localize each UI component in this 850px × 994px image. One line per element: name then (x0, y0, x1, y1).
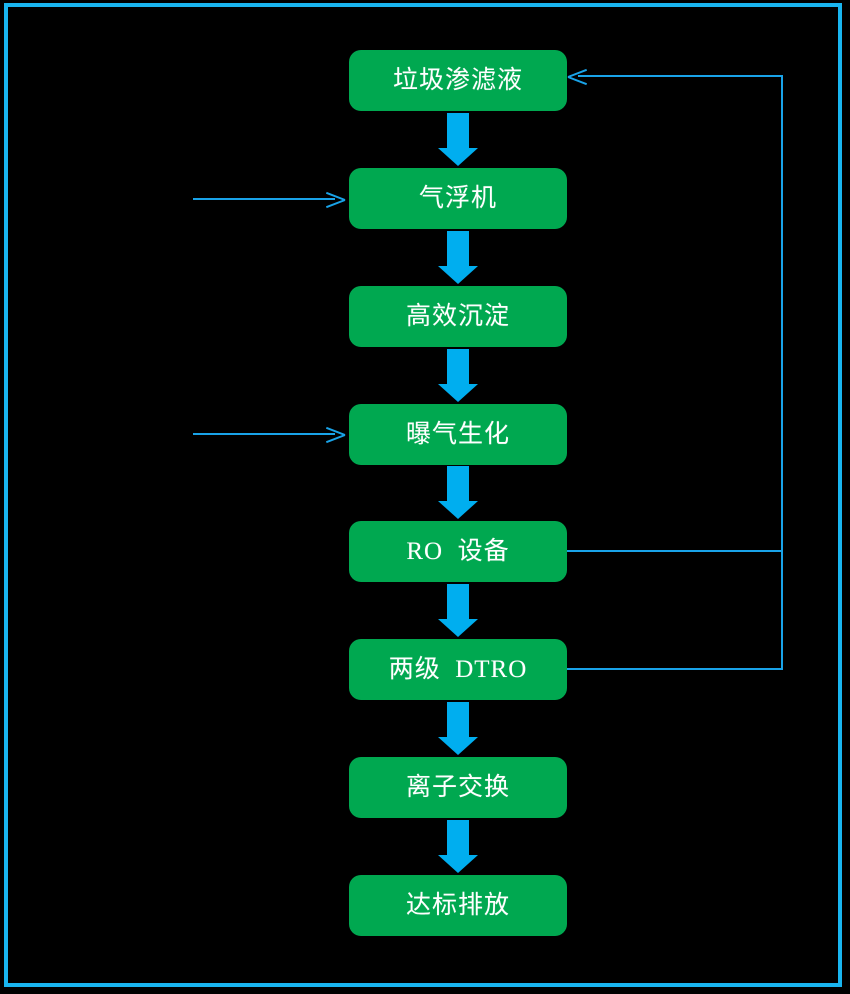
flow-arrow-flotation-to-sedimentation (438, 231, 478, 284)
inlet-arrow-aeration (193, 424, 349, 444)
node-ion-exchange[interactable]: 离子交换 (349, 757, 567, 818)
return-line-top-horizontal (578, 75, 783, 77)
flow-arrow-aeration-to-ro (438, 466, 478, 519)
node-label: 达标排放 (405, 892, 510, 919)
node-label: 高效沉淀 (405, 303, 510, 330)
flow-arrow-ion-exchange-to-discharge (438, 820, 478, 873)
node-label: 离子交换 (405, 774, 510, 801)
inlet-arrow-line (193, 198, 335, 200)
node-ro[interactable]: RO 设备 (349, 521, 567, 582)
node-dtro[interactable]: 两级 DTRO (349, 639, 567, 700)
outer-border-frame (4, 3, 842, 987)
flow-arrow-ro-to-dtro (438, 584, 478, 637)
return-line-vertical-riser (781, 75, 783, 670)
node-label: RO 设备 (406, 538, 510, 565)
node-label: 垃圾渗滤液 (392, 67, 523, 94)
node-sedimentation[interactable]: 高效沉淀 (349, 286, 567, 347)
flow-arrow-leachate-to-flotation (438, 113, 478, 166)
inlet-arrow-line (193, 433, 335, 435)
node-aeration[interactable]: 曝气生化 (349, 404, 567, 465)
node-flotation[interactable]: 气浮机 (349, 168, 567, 229)
return-line-ro-branch (567, 550, 783, 552)
return-line-dtro-branch (567, 668, 783, 670)
node-label: 气浮机 (418, 185, 497, 212)
node-label: 两级 DTRO (388, 656, 528, 683)
arrowhead-left-icon (568, 66, 588, 86)
node-label: 曝气生化 (405, 421, 510, 448)
node-leachate[interactable]: 垃圾渗滤液 (349, 50, 567, 111)
arrowhead-right-icon (325, 189, 345, 209)
arrowhead-right-icon (325, 424, 345, 444)
flow-arrow-sedimentation-to-aeration (438, 349, 478, 402)
inlet-arrow-flotation (193, 189, 349, 209)
node-discharge[interactable]: 达标排放 (349, 875, 567, 936)
flow-arrow-dtro-to-ion-exchange (438, 702, 478, 755)
